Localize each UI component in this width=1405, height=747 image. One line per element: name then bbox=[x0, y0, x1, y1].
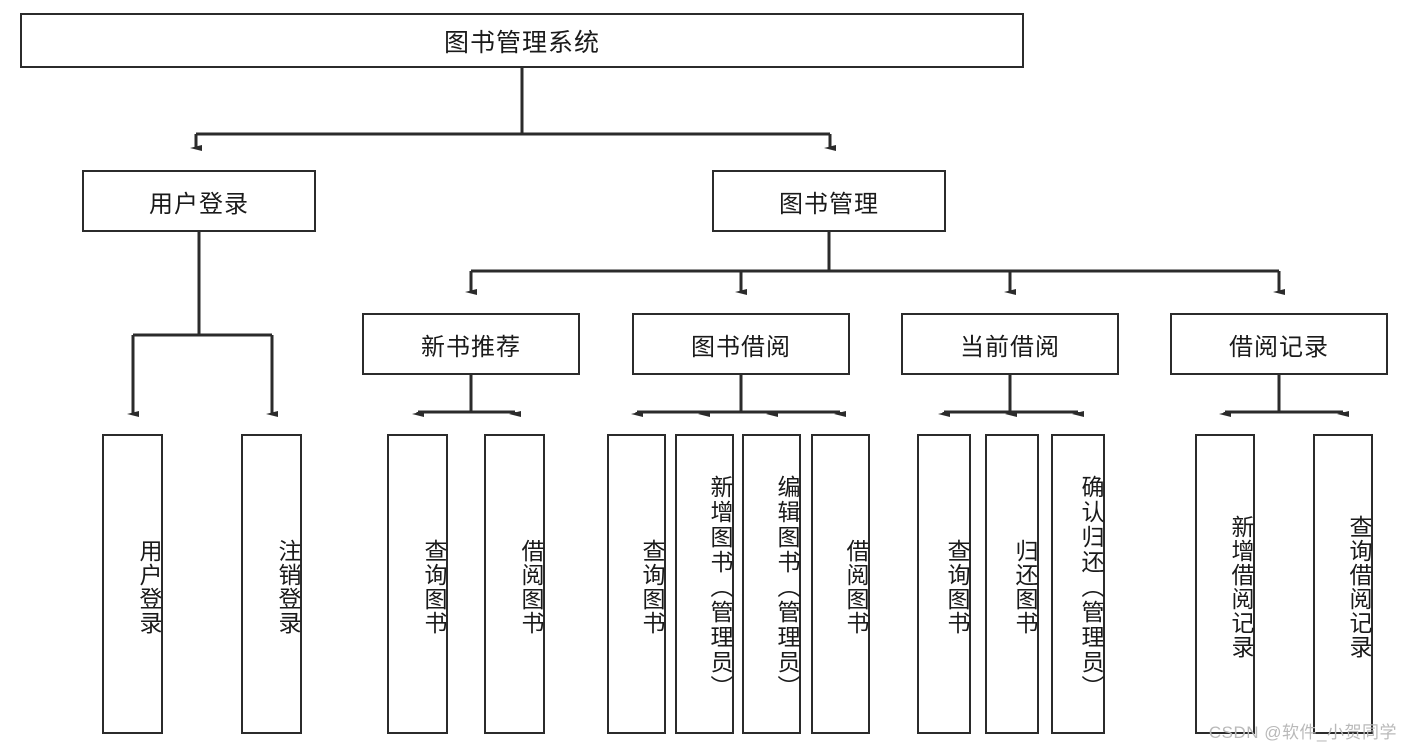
node-new-book-recommend[interactable]: 新书推荐 bbox=[362, 313, 580, 375]
leaf-label: 查询图书 bbox=[421, 539, 447, 635]
leaf-label: 注销登录 bbox=[275, 539, 301, 635]
leaf-query-book-new[interactable]: 查询图书 bbox=[387, 434, 448, 734]
leaf-label: 确认归还（管理员） bbox=[1078, 474, 1104, 700]
node-current-borrow[interactable]: 当前借阅 bbox=[901, 313, 1119, 375]
leaf-add-borrow-record[interactable]: 新增借阅记录 bbox=[1195, 434, 1255, 734]
node-borrow-record[interactable]: 借阅记录 bbox=[1170, 313, 1388, 375]
node-book-borrow[interactable]: 图书借阅 bbox=[632, 313, 850, 375]
leaf-label: 用户登录 bbox=[136, 539, 162, 635]
leaf-query-borrow-record[interactable]: 查询借阅记录 bbox=[1313, 434, 1373, 734]
leaf-user-login[interactable]: 用户登录 bbox=[102, 434, 163, 734]
leaf-query-book-borrow[interactable]: 查询图书 bbox=[607, 434, 666, 734]
node-user-login[interactable]: 用户登录 bbox=[82, 170, 316, 232]
leaf-add-book-admin[interactable]: 新增图书（管理员） bbox=[675, 434, 734, 734]
leaf-borrow-book[interactable]: 借阅图书 bbox=[811, 434, 870, 734]
leaf-label: 新增借阅记录 bbox=[1228, 515, 1254, 659]
watermark-text: CSDN @软件_小贺同学 bbox=[1208, 723, 1397, 742]
leaf-label: 借阅图书 bbox=[843, 539, 869, 635]
leaf-confirm-return-admin[interactable]: 确认归还（管理员） bbox=[1051, 434, 1105, 734]
leaf-label: 新增图书（管理员） bbox=[707, 474, 733, 700]
leaf-label: 查询借阅记录 bbox=[1346, 515, 1372, 659]
leaf-label: 归还图书 bbox=[1012, 539, 1038, 635]
node-root-system[interactable]: 图书管理系统 bbox=[20, 13, 1024, 68]
leaf-label: 编辑图书（管理员） bbox=[774, 474, 800, 700]
leaf-edit-book-admin[interactable]: 编辑图书（管理员） bbox=[742, 434, 801, 734]
leaf-label: 查询图书 bbox=[639, 539, 665, 635]
node-book-management[interactable]: 图书管理 bbox=[712, 170, 946, 232]
leaf-label: 借阅图书 bbox=[518, 539, 544, 635]
leaf-return-book[interactable]: 归还图书 bbox=[985, 434, 1039, 734]
leaf-label: 查询图书 bbox=[944, 539, 970, 635]
leaf-query-book-current[interactable]: 查询图书 bbox=[917, 434, 971, 734]
leaf-logout[interactable]: 注销登录 bbox=[241, 434, 302, 734]
leaf-borrow-book-new[interactable]: 借阅图书 bbox=[484, 434, 545, 734]
